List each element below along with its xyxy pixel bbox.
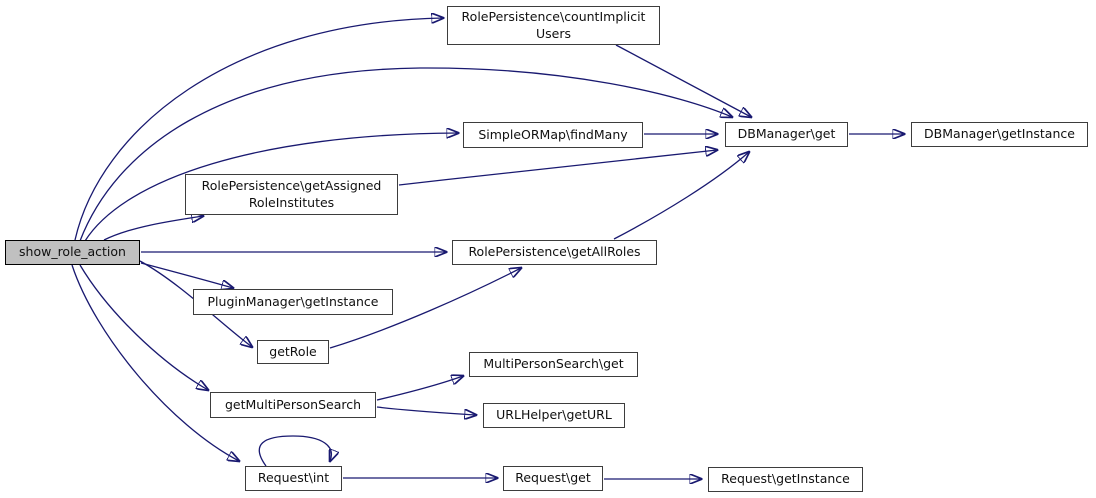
node-request-get[interactable]: Request\get bbox=[503, 466, 603, 491]
node-pluginmanager-getinstance[interactable]: PluginManager\getInstance bbox=[193, 289, 393, 315]
edge-show_role_action-to-dbmanager-get bbox=[79, 67, 732, 242]
node-request-int[interactable]: Request\int bbox=[245, 466, 342, 491]
node-rolepersistence-getallroles[interactable]: RolePersistence\getAllRoles bbox=[452, 240, 657, 265]
node-urlhelper-geturl[interactable]: URLHelper\getURL bbox=[483, 403, 625, 428]
edge-getrole-to-getallroles bbox=[329, 268, 521, 349]
node-request-getinstance[interactable]: Request\getInstance bbox=[708, 467, 863, 492]
edge-show_role_action-to-countImplicitUsers bbox=[74, 18, 443, 241]
node-show-role-action: show_role_action bbox=[5, 240, 140, 265]
node-simpleormap-findmany[interactable]: SimpleORMap\findMany bbox=[463, 122, 643, 148]
edge-request-int-self-loop bbox=[258, 435, 331, 467]
edge-show_role_action-to-request-int bbox=[71, 264, 239, 461]
node-dbmanager-getinstance[interactable]: DBManager\getInstance bbox=[911, 122, 1088, 147]
edge-show_role_action-to-pluginmanager-getinstance bbox=[140, 262, 233, 288]
node-dbmanager-get[interactable]: DBManager\get bbox=[725, 122, 848, 147]
edge-show_role_action-to-getmultipersonsearch bbox=[79, 264, 208, 390]
node-getrole[interactable]: getRole bbox=[257, 340, 329, 364]
node-multipersonsearch-get[interactable]: MultiPersonSearch\get bbox=[469, 352, 638, 377]
edge-show_role_action-to-findmany bbox=[84, 133, 458, 242]
edge-getmultipersonsearch-to-urlhelper-geturl bbox=[376, 406, 476, 415]
edge-getallroles-to-dbmanager-get bbox=[613, 152, 749, 240]
node-rolepersistence-getassignedroleinstitutes[interactable]: RolePersistence\getAssigned RoleInstitut… bbox=[185, 174, 398, 215]
node-rolepersistence-countimplicitusers[interactable]: RolePersistence\countImplicit Users bbox=[447, 6, 660, 45]
node-getmultipersonsearch[interactable]: getMultiPersonSearch bbox=[210, 392, 376, 418]
edge-countimplicitusers-to-dbmanager-get bbox=[615, 44, 751, 117]
edge-getmultipersonsearch-to-multipersonsearch-get bbox=[376, 376, 463, 401]
edge-getassignedroleinstitutes-to-dbmanager-get bbox=[398, 150, 717, 186]
edge-show_role_action-to-getassignedroleinstitutes bbox=[103, 216, 203, 241]
